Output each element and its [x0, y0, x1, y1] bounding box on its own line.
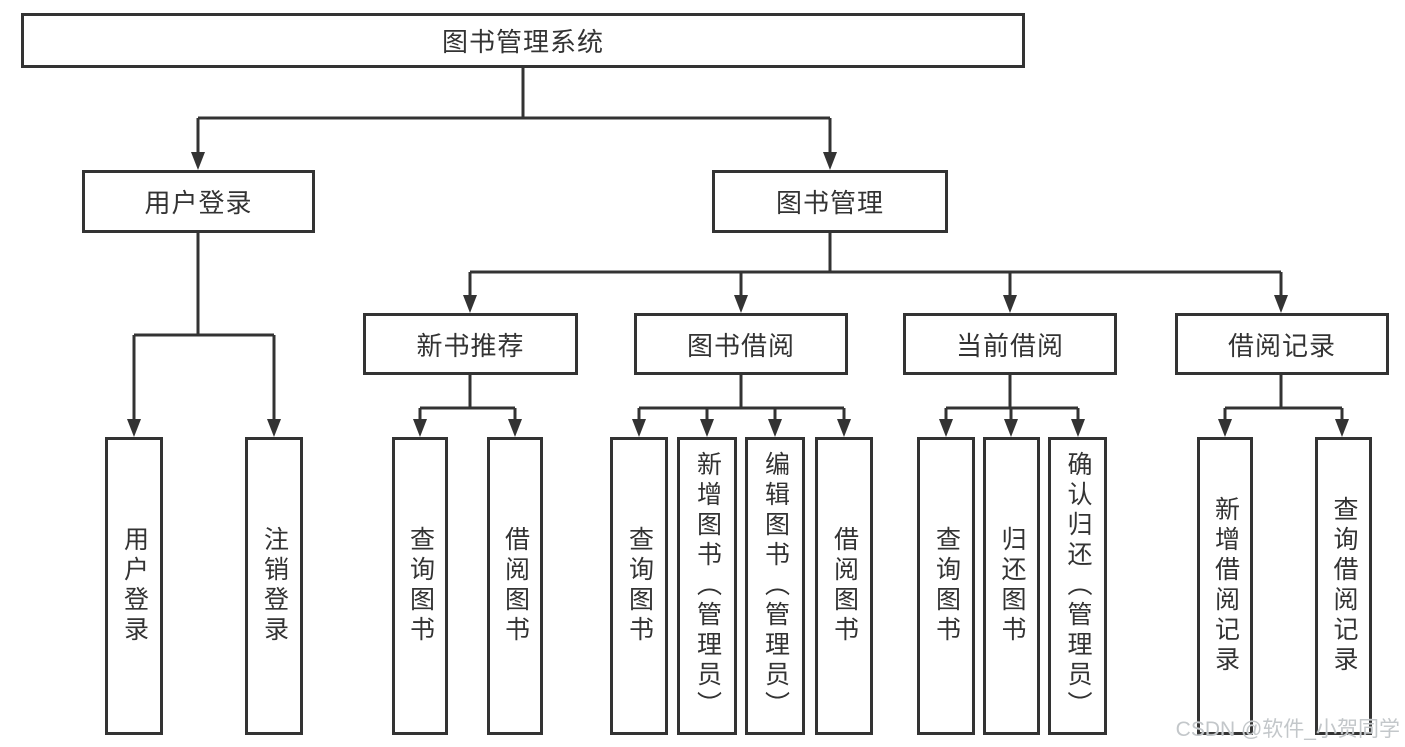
node-new-book-recommend: 新书推荐	[363, 313, 578, 375]
leaf-bor-borrow-books: 借阅图书	[815, 437, 873, 735]
leaf-cur-confirm-return-admin: 确认归还（管理员）	[1048, 437, 1107, 735]
leaf-user-login: 用户登录	[105, 437, 163, 735]
leaf-bor-add-books-admin-label: 新增图书（管理员）	[693, 451, 722, 721]
leaf-bor-edit-books-admin-label: 编辑图书（管理员）	[761, 451, 790, 721]
leaf-bor-borrow-books-label: 借阅图书	[830, 526, 859, 646]
leaf-logout: 注销登录	[245, 437, 303, 735]
leaf-cur-return-books-label: 归还图书	[998, 526, 1026, 646]
leaf-user-login-label: 用户登录	[120, 526, 149, 646]
node-library-management-system-label: 图书管理系统	[441, 27, 604, 57]
node-library-management-system: 图书管理系统	[21, 13, 1025, 68]
leaf-bor-edit-books-admin: 编辑图书（管理员）	[745, 437, 805, 735]
leaf-rec-borrow-books-label: 借阅图书	[501, 526, 530, 646]
leaf-bor-query-books-label: 查询图书	[625, 526, 654, 646]
leaf-cur-confirm-return-admin-label: 确认归还（管理员）	[1064, 451, 1092, 721]
node-current-borrowing: 当前借阅	[903, 313, 1117, 375]
leaf-rcd-query-borrow-record-label: 查询借阅记录	[1330, 496, 1358, 676]
node-new-book-recommend-label: 新书推荐	[416, 330, 525, 361]
leaf-rec-query-books-label: 查询图书	[406, 526, 435, 646]
node-user-login-label: 用户登录	[144, 188, 253, 218]
leaf-bor-add-books-admin: 新增图书（管理员）	[677, 437, 737, 735]
leaf-rec-query-books: 查询图书	[392, 437, 448, 735]
node-borrowing-records-label: 借阅记录	[1227, 330, 1336, 361]
node-book-borrowing-label: 图书借阅	[686, 330, 795, 361]
leaf-bor-query-books: 查询图书	[610, 437, 668, 735]
leaf-cur-return-books: 归还图书	[983, 437, 1040, 735]
leaf-cur-query-books-label: 查询图书	[932, 526, 961, 646]
node-user-login: 用户登录	[82, 170, 315, 233]
leaf-logout-label: 注销登录	[260, 526, 289, 646]
arrowheads	[127, 152, 1349, 437]
node-book-borrowing: 图书借阅	[634, 313, 848, 375]
leaf-rcd-add-borrow-record-label: 新增借阅记录	[1211, 496, 1240, 676]
node-book-management-label: 图书管理	[775, 188, 884, 218]
connector-strokes	[132, 68, 1344, 421]
leaf-rcd-add-borrow-record: 新增借阅记录	[1197, 437, 1253, 735]
watermark: CSDN @软件_小贺同学	[1175, 718, 1400, 741]
leaf-rec-borrow-books: 借阅图书	[487, 437, 543, 735]
node-borrowing-records: 借阅记录	[1175, 313, 1389, 375]
leaf-rcd-query-borrow-record: 查询借阅记录	[1315, 437, 1372, 735]
node-current-borrowing-label: 当前借阅	[955, 330, 1064, 361]
leaf-cur-query-books: 查询图书	[917, 437, 975, 735]
node-book-management: 图书管理	[712, 170, 948, 233]
